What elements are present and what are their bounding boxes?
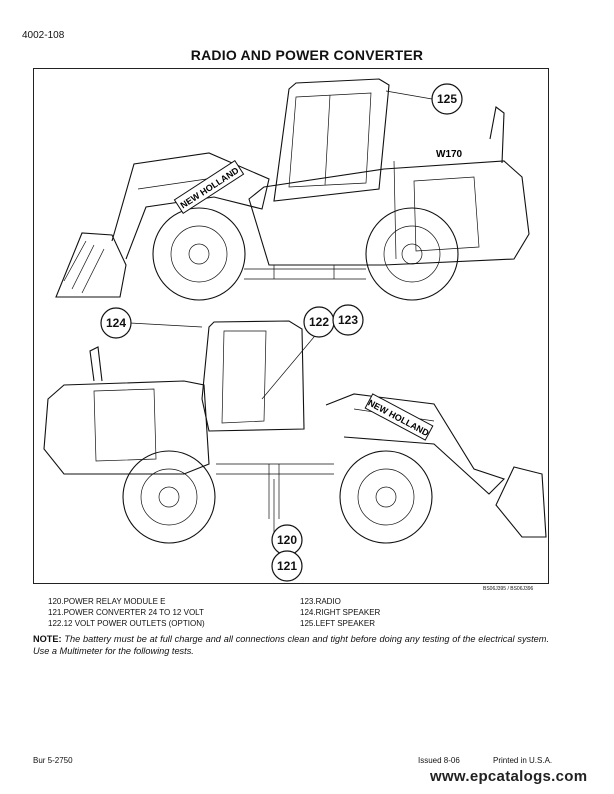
callout-121: 121 bbox=[271, 550, 303, 582]
legend-item: 124.RIGHT SPEAKER bbox=[300, 608, 381, 617]
footer-doc-number: Bur 5-2750 bbox=[33, 756, 73, 765]
svg-text:120: 120 bbox=[277, 533, 297, 547]
svg-text:124: 124 bbox=[106, 316, 126, 330]
note-label: NOTE: bbox=[33, 634, 62, 644]
callout-124: 124 bbox=[100, 307, 132, 339]
watermark: www.epcatalogs.com bbox=[430, 768, 588, 785]
legend-item: 125.LEFT SPEAKER bbox=[300, 619, 375, 628]
model-decal: W170 bbox=[436, 149, 463, 160]
svg-text:122: 122 bbox=[309, 315, 329, 329]
note-text: The battery must be at full charge and a… bbox=[33, 634, 549, 656]
legend-item: 122.12 VOLT POWER OUTLETS (OPTION) bbox=[48, 619, 205, 628]
callout-125: 125 bbox=[431, 83, 463, 115]
footer-issued: Issued 8-06 bbox=[418, 756, 460, 765]
top-wheel-loader: NEW HOLLAND W170 bbox=[55, 78, 530, 301]
figure-frame bbox=[33, 68, 549, 584]
svg-text:123: 123 bbox=[338, 313, 358, 327]
legend-right: 123.RADIO 124.RIGHT SPEAKER 125.LEFT SPE… bbox=[300, 596, 380, 629]
legend-item: 121.POWER CONVERTER 24 TO 12 VOLT bbox=[48, 608, 204, 617]
note-paragraph: NOTE: The battery must be at full charge… bbox=[33, 633, 549, 657]
footer-printed: Printed in U.S.A. bbox=[493, 756, 553, 765]
svg-text:121: 121 bbox=[277, 559, 297, 573]
page-number: 4002-108 bbox=[22, 30, 65, 41]
brand-decal-bottom: NEW HOLLAND bbox=[366, 398, 431, 439]
legend-item: 120.POWER RELAY MODULE E bbox=[48, 597, 166, 606]
callout-122: 122 bbox=[303, 306, 335, 338]
callout-120: 120 bbox=[271, 524, 303, 556]
figure-reference: BS06J395 / BS06J396 bbox=[483, 586, 534, 592]
page-title: RADIO AND POWER CONVERTER bbox=[190, 47, 424, 63]
loader-illustration: NEW HOLLAND W170 NEW HOLLAND bbox=[43, 78, 547, 582]
bottom-wheel-loader: NEW HOLLAND bbox=[43, 320, 547, 544]
legend-left: 120.POWER RELAY MODULE E 121.POWER CONVE… bbox=[48, 596, 205, 629]
brand-decal-top: NEW HOLLAND bbox=[179, 165, 241, 210]
svg-text:125: 125 bbox=[437, 92, 457, 106]
callout-123: 123 bbox=[332, 304, 364, 336]
legend-item: 123.RADIO bbox=[300, 597, 341, 606]
